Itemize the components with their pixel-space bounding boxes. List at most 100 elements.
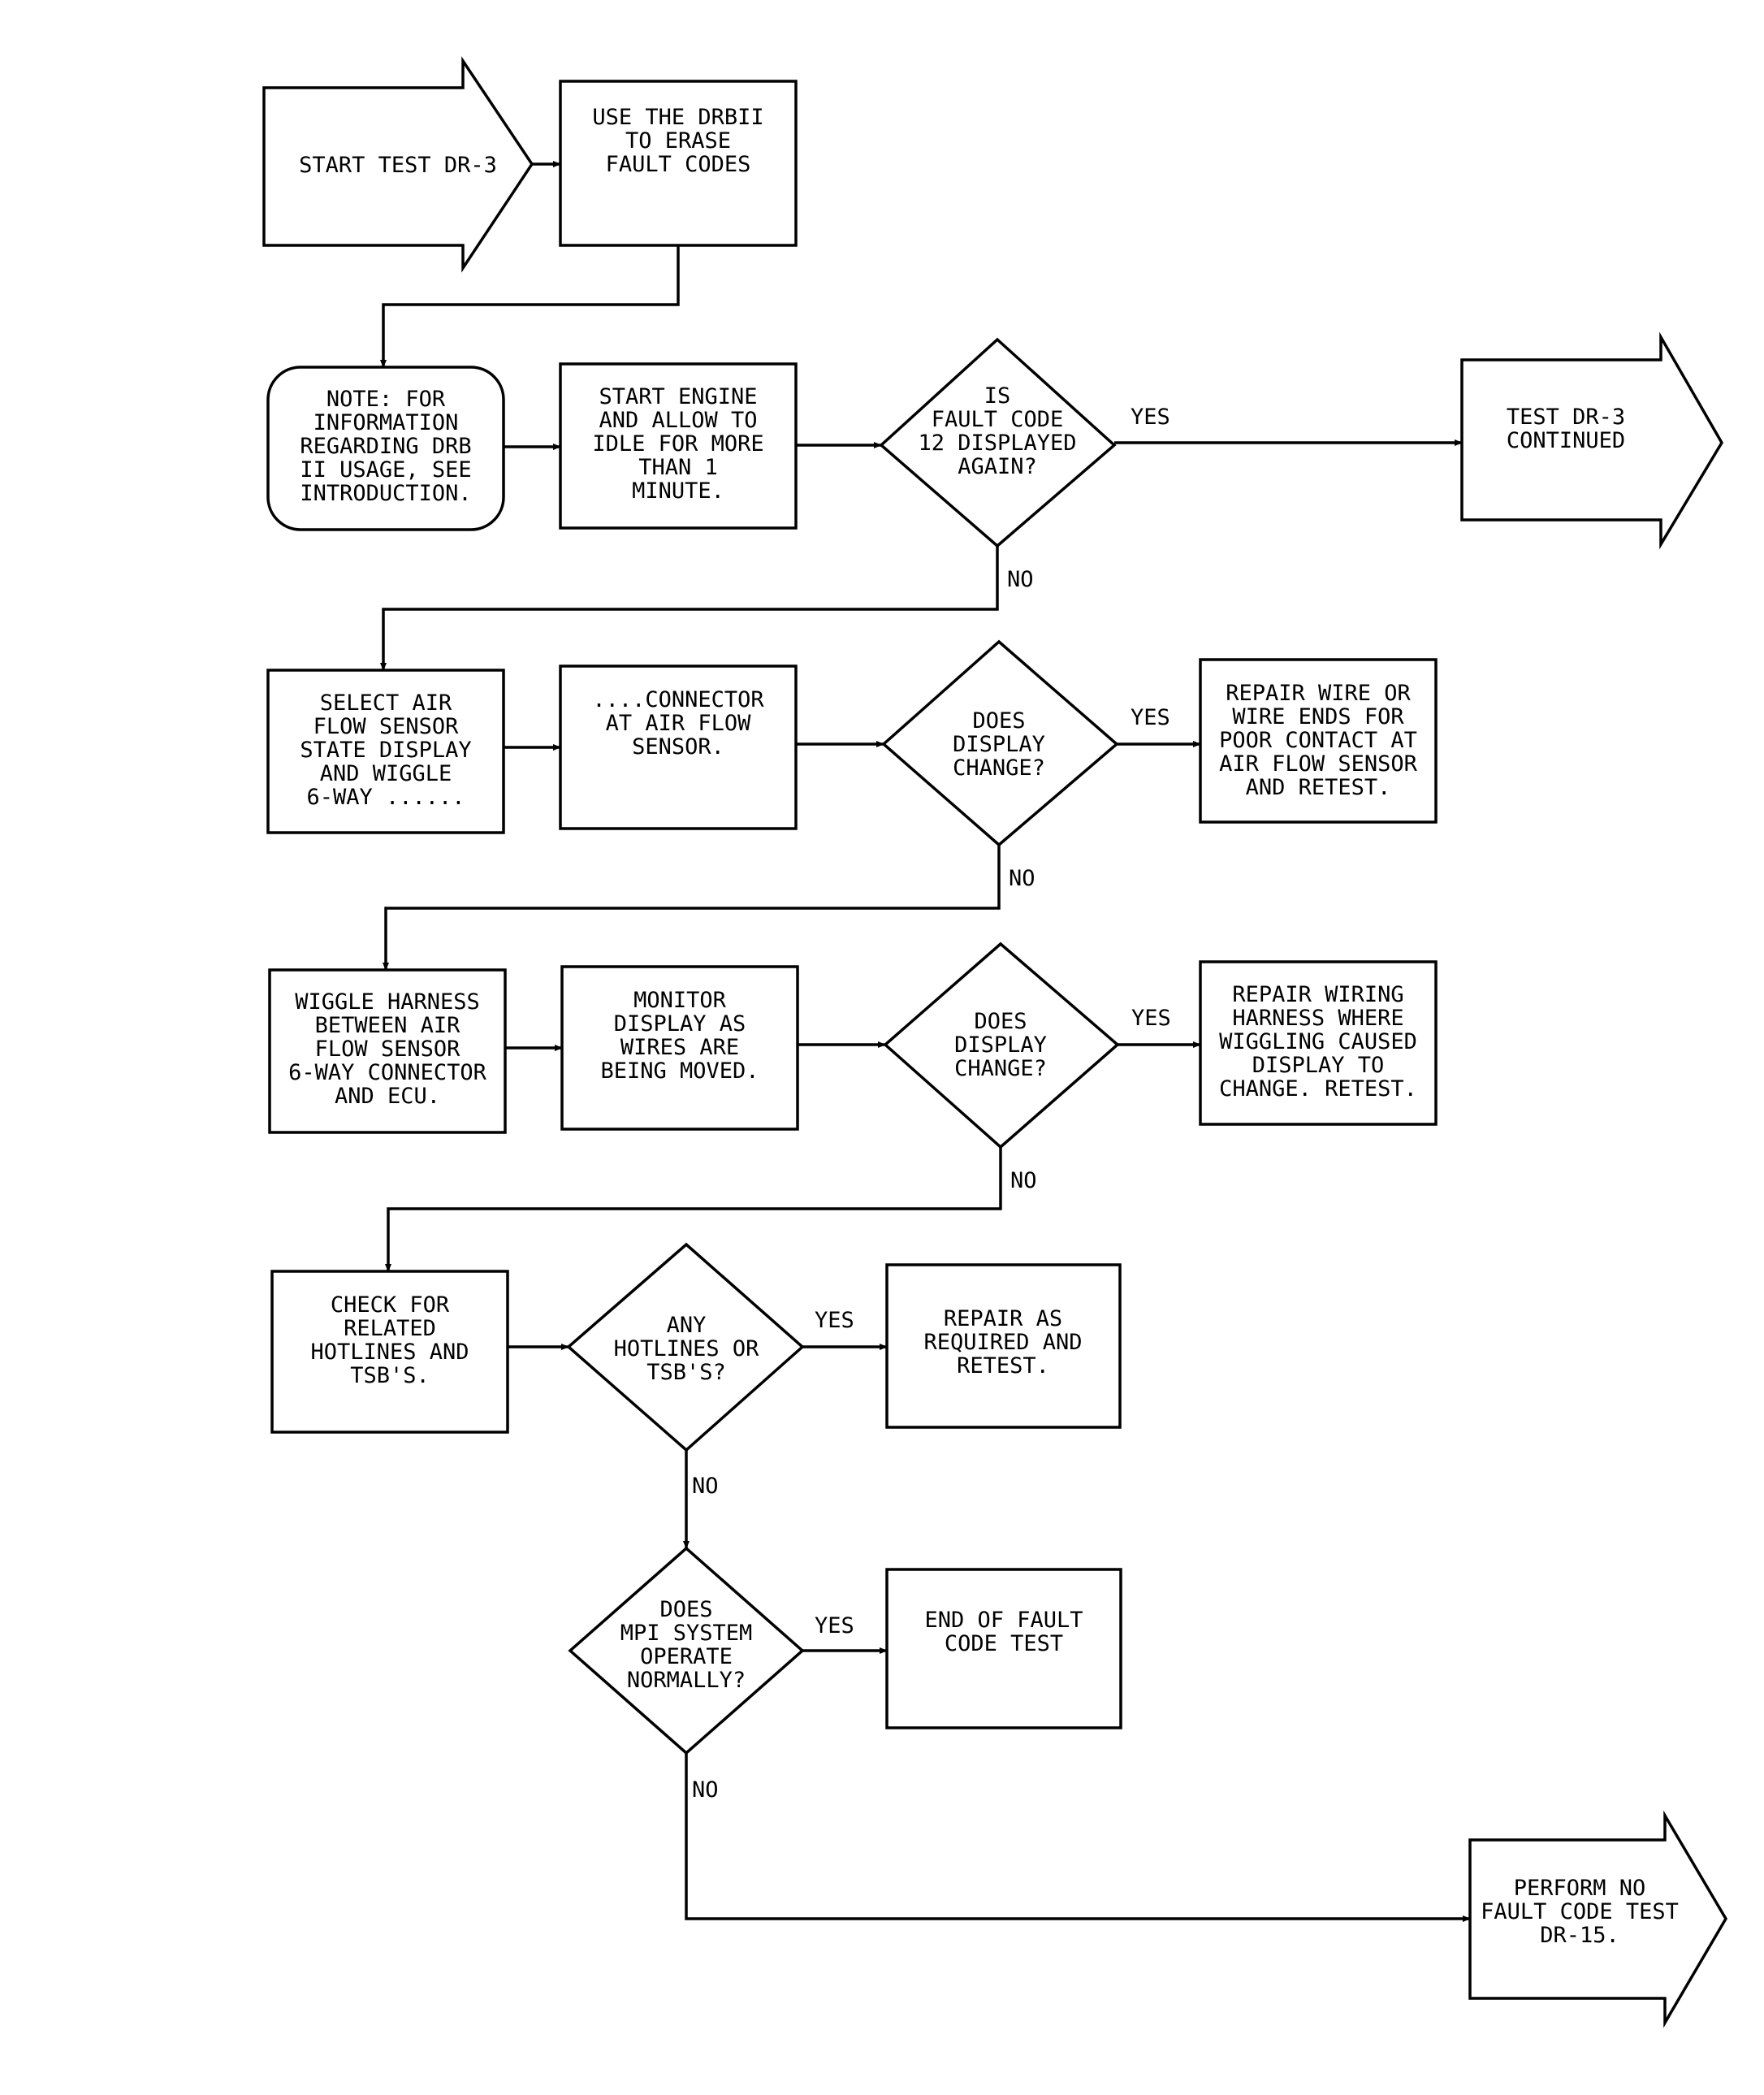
label-line: END OF FAULT [924, 1608, 1083, 1633]
label-line: DISPLAY [954, 1032, 1047, 1058]
label-line: DOES [659, 1597, 712, 1622]
label-line: MINUTE. [632, 478, 724, 504]
label-line: MPI SYSTEM [620, 1621, 753, 1646]
label-line: REPAIR WIRE OR [1226, 681, 1411, 706]
label-line: REPAIR WIRING [1232, 982, 1403, 1007]
label-line: DISPLAY [953, 732, 1045, 757]
dr3-continued-arrow-shape [1460, 331, 1724, 550]
monitor-box [560, 965, 799, 1131]
label-line: NOTE: FOR [326, 387, 446, 412]
start-label: START TEST DR-3 [299, 153, 497, 178]
label-line: DISPLAY AS [614, 1011, 746, 1037]
label-line: DR-15. [1540, 1923, 1619, 1948]
label-line: WIGGLE HARNESS [295, 989, 480, 1015]
label-line: START ENGINE [599, 384, 757, 409]
label-line: HOTLINES OR [614, 1336, 760, 1361]
label-line: IS [984, 383, 1011, 409]
label-line: FAULT CODE [932, 407, 1064, 432]
label-line: REQUIRED AND [923, 1330, 1082, 1355]
no-label-fault12: NO [1007, 567, 1034, 592]
label-line: CHANGE? [953, 755, 1045, 781]
label-line: AND ALLOW TO [599, 408, 757, 433]
erase-codes-box [559, 80, 798, 247]
label-line: BETWEEN AIR [315, 1013, 461, 1038]
label-line: WIGGLING CAUSED [1219, 1029, 1417, 1054]
label-line: HARNESS WHERE [1232, 1006, 1403, 1031]
no-label-display2: NO [1010, 1168, 1037, 1193]
label-line: OPERATE [640, 1644, 733, 1669]
yes-label-hotlines: YES [815, 1308, 854, 1333]
label-line: USE THE DRBII [592, 105, 763, 130]
label-line: II USAGE, SEE [300, 457, 471, 483]
label-line: INTRODUCTION. [300, 481, 471, 506]
end-fault-box [885, 1568, 1122, 1729]
label-line: REGARDING DRB [300, 434, 471, 459]
label-line: AND RETEST. [1246, 775, 1391, 800]
connector-box [559, 664, 798, 830]
label-line: CHANGE. RETEST. [1219, 1076, 1417, 1102]
label-line: AIR FLOW SENSOR [1219, 751, 1418, 777]
label-line: AND WIGGLE [320, 761, 452, 786]
label-line: WIRE ENDS FOR [1232, 704, 1404, 729]
connector-fault12-no [380, 546, 999, 671]
label-line: IDLE FOR MORE [592, 431, 763, 457]
label-line: START TEST DR-3 [299, 153, 497, 178]
perform-dr15-arrow-shape [1468, 1810, 1728, 2028]
label-line: TO ERASE [625, 128, 731, 154]
label-line: 6-WAY CONNECTOR [288, 1060, 487, 1085]
label-line: FLOW SENSOR [313, 714, 460, 739]
label-line: CHANGE? [954, 1056, 1047, 1081]
no-label-mpi: NO [692, 1777, 719, 1803]
label-line: 12 DISPLAYED [918, 431, 1076, 456]
check-hotlines-box [270, 1270, 509, 1434]
label-line: AT AIR FLOW [606, 711, 752, 736]
connector-erase-to-note [380, 245, 680, 368]
label-line: POOR CONTACT AT [1219, 728, 1417, 753]
repair-wire-box [1199, 658, 1438, 824]
label-line: STATE DISPLAY [300, 738, 471, 763]
yes-label-fault12: YES [1131, 405, 1170, 430]
label-line: CODE TEST [945, 1631, 1063, 1656]
label-line: ANY [667, 1313, 707, 1338]
label-line: 6-WAY ...... [306, 785, 465, 810]
yes-label-display1: YES [1131, 705, 1170, 730]
label-line: RETEST. [957, 1353, 1049, 1379]
label-line: SELECT AIR [320, 690, 452, 716]
label-line: DISPLAY TO [1252, 1053, 1385, 1078]
connector-display1-no [383, 845, 1001, 971]
label-line: WIRES ARE [620, 1035, 739, 1060]
label-line: TEST DR-3 [1507, 405, 1625, 430]
yes-label-mpi: YES [815, 1613, 854, 1638]
label-line: ....CONNECTOR [592, 687, 764, 712]
label-line: BEING MOVED. [600, 1058, 759, 1084]
label-line: DOES [972, 708, 1025, 734]
no-label-hotlines: NO [692, 1474, 719, 1499]
label-line: NORMALLY? [627, 1668, 746, 1693]
start-arrow-shape [262, 56, 534, 273]
label-line: CONTINUED [1507, 428, 1625, 453]
label-line: FAULT CODE TEST [1481, 1899, 1679, 1924]
label-line: TSB'S. [350, 1363, 430, 1388]
label-line: FAULT CODES [606, 152, 751, 177]
connector-display2-no [385, 1147, 1002, 1272]
label-line: SENSOR. [632, 734, 724, 760]
label-line: REPAIR AS [944, 1306, 1062, 1331]
label-line: DOES [974, 1009, 1027, 1034]
label-line: THAN 1 [638, 455, 718, 480]
